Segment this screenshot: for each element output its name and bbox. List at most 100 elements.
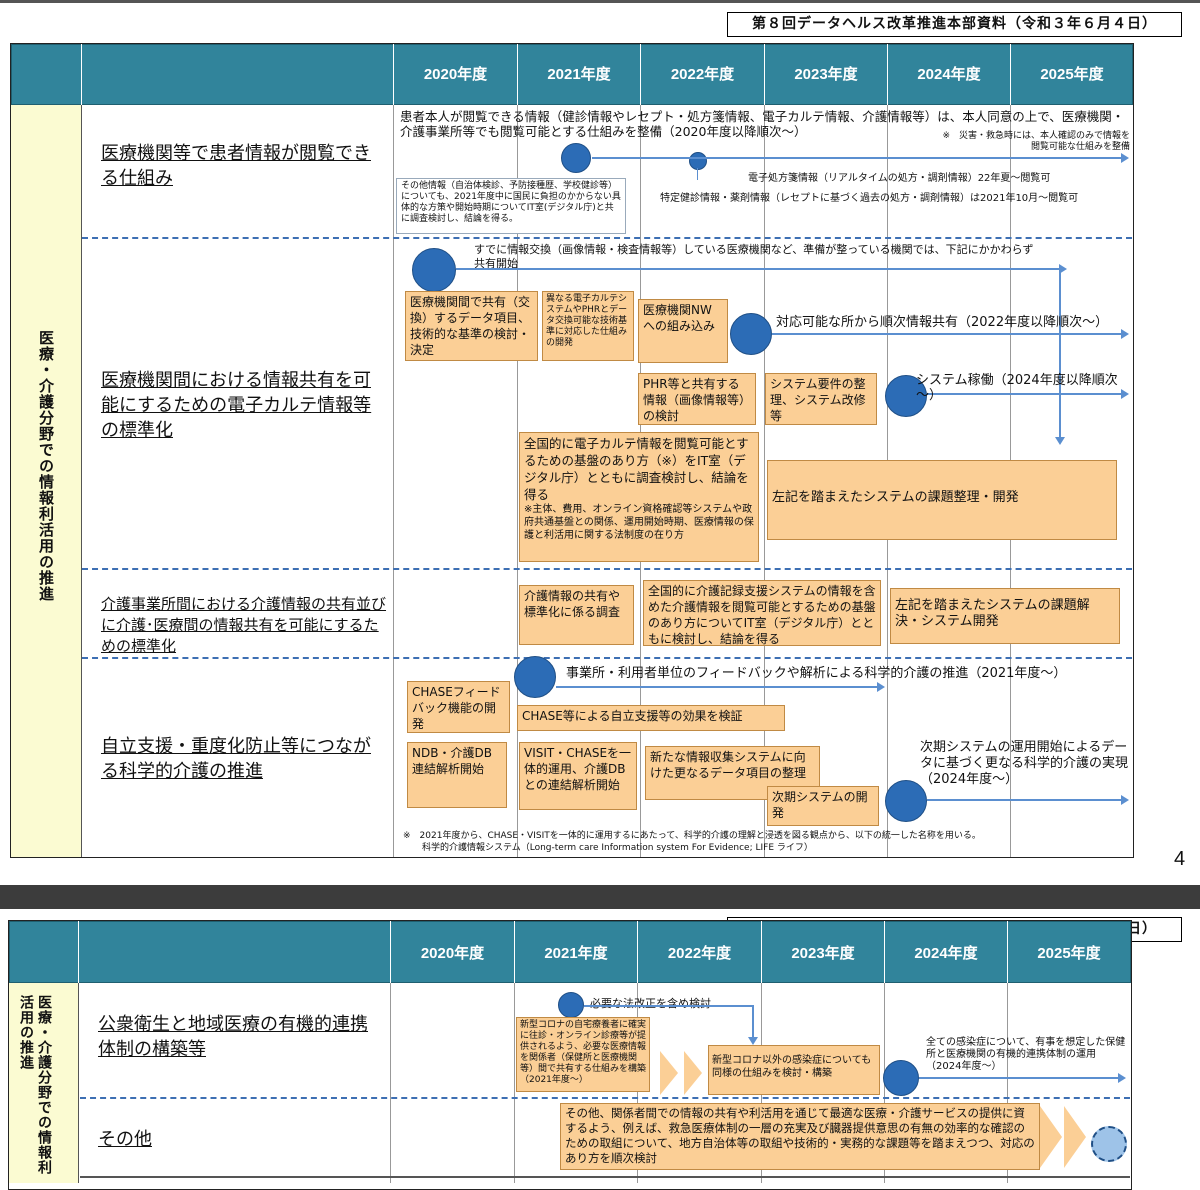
slide-separator [0,885,1200,909]
header-divider [390,921,391,983]
row-separator [82,657,1132,659]
year-2021-b: 2021年度 [544,945,608,962]
chevron-arrow-icon [1064,1106,1086,1168]
row1-other-note: その他情報（自治体検診、予防接種歴、学校健診等）についても、2021年度中に国民… [396,178,626,234]
year-2020: 2020年度 [423,66,488,83]
row-separator [82,237,1132,239]
future-milestone-marker [1091,1126,1127,1162]
row2-box-system: システム要件の整理、システム改修等 [765,373,877,425]
year-2025-b: 2025年度 [1037,945,1101,962]
year-2024: 2024年度 [917,66,981,83]
header-divider [1007,921,1008,983]
header-divider [81,44,82,105]
milestone-marker [885,375,927,417]
source-label: 第８回データヘルス改革推進本部資料（令和３年６月４日） [727,12,1182,37]
chevron-arrow-icon [660,1051,678,1095]
header-divider [78,921,79,983]
timeline-arrow [919,1073,1126,1083]
header-divider [514,921,515,983]
p2-law-text: 必要な法改正を含め検討 [590,997,711,1010]
row3-box-platform: 全国的に介護記録支援システムの情報を含めた介護情報を閲覧可能とするための基盤のあ… [643,580,881,646]
connector-line [697,168,698,180]
milestone-marker [883,1060,919,1096]
p2-right-text: 全ての感染症について、有事を想定した保健所と医療機関の有機的連携体制の運用（20… [926,1037,1126,1072]
header-divider [1010,44,1011,105]
grid-line [1007,983,1008,1183]
row2-box-tech-standard: 異なる電子カルテシステムやPHRとデータ交換可能な技術基準に対応した仕組みの開発 [542,291,634,361]
year-2023: 2023年度 [794,66,858,83]
row3-title: 介護事業所間における介護情報の共有並びに介護･医療間の情報共有を可能にするための… [101,595,387,655]
milestone-marker [561,143,591,173]
grid-line [393,105,394,857]
category-label: 医療・介護分野での情報利活用の推進 [37,330,55,602]
p2-row1-title: 公衆衛生と地域医療の有機的連携体制の構築等 [98,1014,368,1060]
year-2021: 2021年度 [547,66,611,83]
row1-disaster-note: ※ 災害・救急時には、本人確認のみで情報を閲覧可能な仕組みを整備 [942,131,1130,152]
row4-box-visit: VISIT・CHASEを一体的運用、介護DBとの連結解析開始 [519,742,637,810]
year-2022: 2022年度 [670,66,735,83]
milestone-marker [412,248,456,292]
header-divider [884,921,885,983]
connector-line [584,1005,752,1007]
timeline-arrow-down [748,1005,758,1045]
timeline-arrow [556,682,885,692]
row1-special-text: 特定健診情報・薬剤情報（レセプトに基づく過去の処方・調剤情報）は2021年10月… [660,193,1079,204]
grid-line [517,105,518,857]
row2-box-data-items: 医療機関間で共有（交換）するデータ項目、技術的な基準の検討・決定 [405,291,538,361]
milestone-marker [885,780,927,822]
row4-top-text: 事業所・利用者単位のフィードバックや解析による科学的介護の推進（2021年度～） [566,666,1067,681]
row2-share-text: 対応可能な所から順次情報共有（2022年度以降順次～） [776,315,1109,330]
timeline-arrow [927,389,1129,399]
row2-box-phr: PHR等と共有する情報（画像情報等）の検討 [638,373,756,425]
timeline-arrow [772,329,1129,339]
row1-title: 医療機関等で患者情報が閲覧できる仕組み [101,143,371,189]
grid-line [390,983,391,1183]
row2-top-text: すでに情報交換（画像情報・検査情報等）している医療機関など、準備が整っている機関… [474,243,1034,270]
milestone-marker [689,152,707,170]
category-column-2 [9,983,79,1183]
row3-box-dev: 左記を踏まえたシステムの課題解決・システム開発 [890,588,1120,644]
milestone-marker [514,656,556,698]
row2-box-dev: 左記を踏まえたシステムの課題整理・開発 [767,460,1117,540]
row-separator [80,1097,1130,1099]
row4-footnote-2: 科学的介護情報システム（Long-term care Information s… [422,843,813,853]
row4-box-verify: CHASE等による自立支援等の効果を検証 [517,705,785,731]
milestone-marker [730,313,772,355]
timeline-arrow [456,264,1067,274]
grid-line [514,983,515,1183]
row-separator [82,568,1132,570]
header-divider [887,44,888,105]
top-border [0,0,1200,3]
row2-box-platform-text: 全国的に電子カルテ情報を閲覧可能とするための基盤のあり方（※）をIT室（デジタル… [524,436,749,502]
year-header [11,44,1133,105]
p2-row2-title: その他 [98,1129,152,1150]
header-divider [764,44,765,105]
row2-title: 医療機関間における情報共有を可能にするための電子カルテ情報等の標準化 [101,370,372,441]
page-number: 4 [1174,848,1186,870]
row2-box-platform-note: ※主体、費用、オンライン資格確認等システムや政府共通基盤との関係、運用開始時期、… [524,504,754,541]
row4-title: 自立支援・重度化防止等につながる科学的介護の推進 [101,736,371,782]
year-header-2 [9,921,1131,983]
row4-box-chase: CHASEフィードバック機能の開発 [407,681,510,733]
chevron-arrow-icon [684,1051,702,1095]
row4-box-ndb: NDB・介護DB連結解析開始 [407,742,507,808]
timeline-arrow-down [1055,268,1065,445]
chevron-arrow-icon [1040,1106,1062,1168]
row4-footnote: ※ 2021年度から、CHASE・VISITを一体的に運用するにあたって、科学的… [403,831,981,841]
year-2022-b: 2022年度 [667,945,732,962]
milestone-marker [558,992,584,1018]
header-divider [640,44,641,105]
p2-box-other: その他、関係者間での情報の共有や利活用を通じて最適な医療・介護サービスの提供に資… [560,1103,1040,1170]
row2-operate-text: システム稼働（2024年度以降順次～） [916,373,1118,403]
row4-next-text: 次期システムの運用開始によるデータに基づく更なる科学的介護の実現（2024年度～… [920,740,1129,787]
timeline-arrow [592,153,1129,163]
timeline-arrow [927,795,1129,805]
p2-box-covid: 新型コロナの自宅療養者に確実に往診・オンライン診療等が提供されるよう、必要な医療… [516,1017,650,1092]
row2-box-platform: 全国的に電子カルテ情報を閲覧可能とするための基盤のあり方（※）をIT室（デジタル… [519,432,759,562]
row4-box-next-dev: 次期システムの開発 [767,786,879,826]
year-2023-b: 2023年度 [791,945,855,962]
year-2020-b: 2020年度 [420,945,485,962]
row1-rx-text: 電子処方箋情報（リアルタイムの処方・調剤情報）22年夏～閲覧可 [748,173,1051,184]
header-divider [637,921,638,983]
year-2024-b: 2024年度 [914,945,978,962]
